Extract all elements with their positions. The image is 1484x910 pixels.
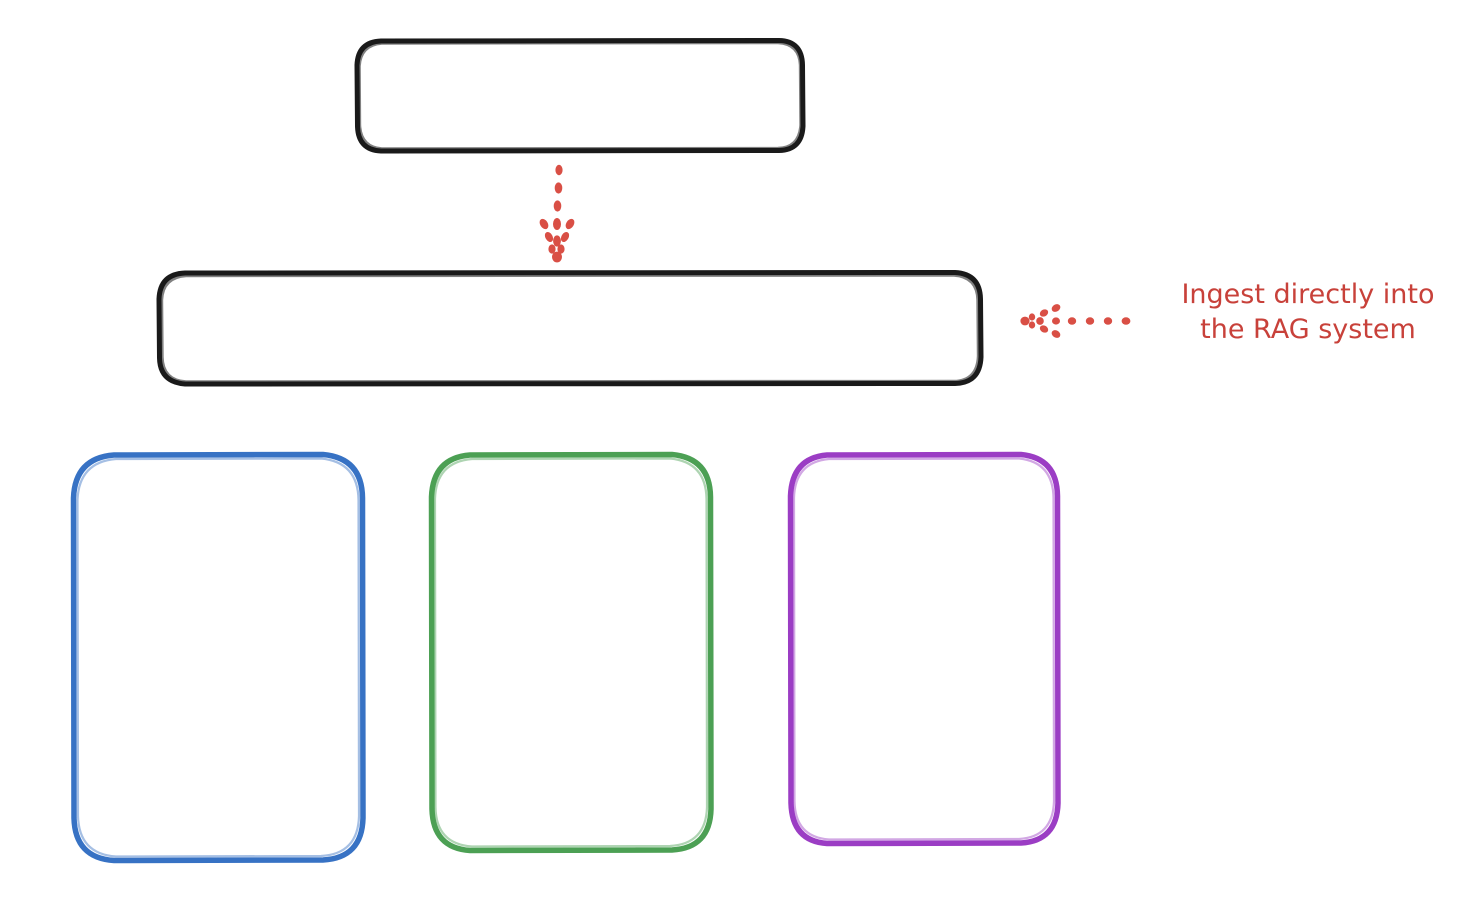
node-relational-io[interactable]: RelationalIO (insert_sql, query_sql) SQL… [787, 451, 1061, 847]
connector-agent-to-rag-tool [539, 164, 575, 263]
node-vector-io-label: VectorIO (insert_chunks, delete_chunks, … [122, 562, 314, 689]
node-rag-tool[interactable]: RAG Tool [156, 270, 984, 387]
node-vector-io-sublabel: VectorIndex [143, 725, 293, 754]
node-relational-io-sublabel: SQLTable [868, 700, 980, 730]
node-key-value-io-label: KeyValueIO (set_key, delete_key, get) [470, 573, 672, 668]
node-agent-label: AGENT [519, 77, 641, 113]
node-key-value-io[interactable]: KeyValueIO (set_key, delete_key, get) Ke… [428, 451, 714, 854]
node-vector-io[interactable]: VectorIO (insert_chunks, delete_chunks, … [70, 451, 366, 864]
annotation-ingest: Ingest directly into the RAG system [1181, 279, 1435, 345]
node-rag-tool-label: RAG Tool [507, 310, 633, 344]
node-relational-io-label: RelationalIO (insert_sql, query_sql) [848, 569, 1000, 664]
connector-ingest-arrow [1020, 304, 1131, 338]
node-agent[interactable]: AGENT [354, 38, 806, 154]
node-key-value-io-sublabel: KeyValueIndex [479, 703, 663, 733]
